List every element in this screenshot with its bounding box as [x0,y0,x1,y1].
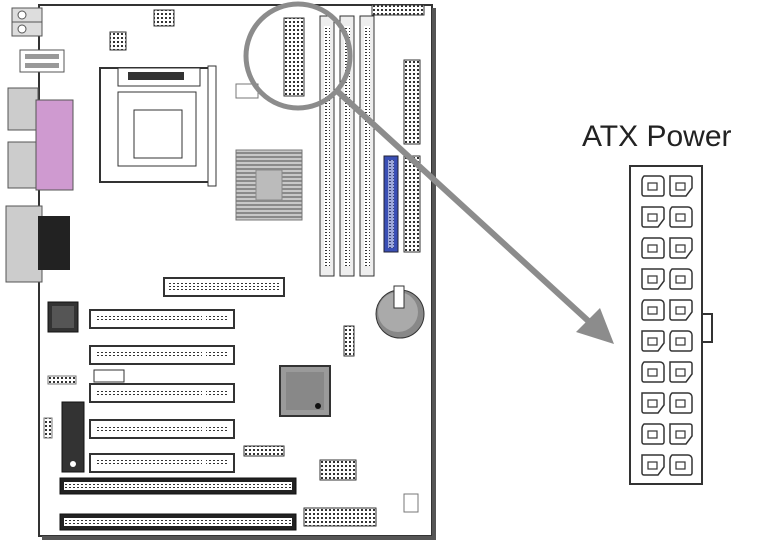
game-port [5,205,43,283]
connector-pin [675,213,686,222]
connector-pin [675,182,686,191]
connector-pin [647,306,658,315]
connector-pin [647,368,658,377]
header-vertical [343,325,355,357]
connector-pin [675,244,686,253]
connector-pin [647,244,658,253]
ps2-port-top [11,7,43,23]
connector-pin [675,368,686,377]
connector-pin [647,182,658,191]
floppy-connector [403,59,421,145]
board-shadow-bottom [42,536,436,540]
connector-pin [675,275,686,284]
callout-arrow [333,87,599,331]
usb-port [19,49,65,73]
callout-label: ATX Power [582,120,732,153]
atx-power-connector [629,165,713,485]
top-header [371,4,425,16]
header-horizontal-1 [243,445,285,457]
serial-port-top [7,87,39,131]
header-left-2 [93,369,125,383]
cmos-battery [375,285,425,339]
pci-slots [89,309,235,473]
connector-pin [647,275,658,284]
header-left-3 [43,417,53,439]
callout-arrowhead [576,308,614,344]
connector-pin [647,213,658,222]
connector-pin [675,337,686,346]
callout [243,1,614,344]
jumper-block-1 [153,9,175,27]
connector-pin [675,430,686,439]
front-panel-header [303,507,377,527]
parallel-port [35,99,74,191]
board-shadow-right [432,8,436,539]
header-horizontal-2 [319,459,357,481]
header-left-1 [47,375,77,385]
callout-circle [243,1,353,111]
rear-io-panel [5,7,74,283]
header-small-right [403,493,419,513]
ps2-port-bottom [11,21,43,37]
dimm-slots [319,15,375,277]
connector-pin [647,461,658,470]
connector-pin [647,430,658,439]
connector-pin [647,399,658,408]
ide-connector-secondary [403,155,421,253]
audio-block [38,216,70,270]
cpu-socket [99,65,217,187]
board-atx-connector [283,17,305,97]
jumper-block-2 [109,31,127,51]
connector-pin [675,461,686,470]
connector-pin [675,399,686,408]
connector-pin [675,306,686,315]
serial-port-bottom [7,141,39,189]
connector-latch [701,313,713,343]
bios-chip [61,401,85,473]
connector-pin [647,337,658,346]
